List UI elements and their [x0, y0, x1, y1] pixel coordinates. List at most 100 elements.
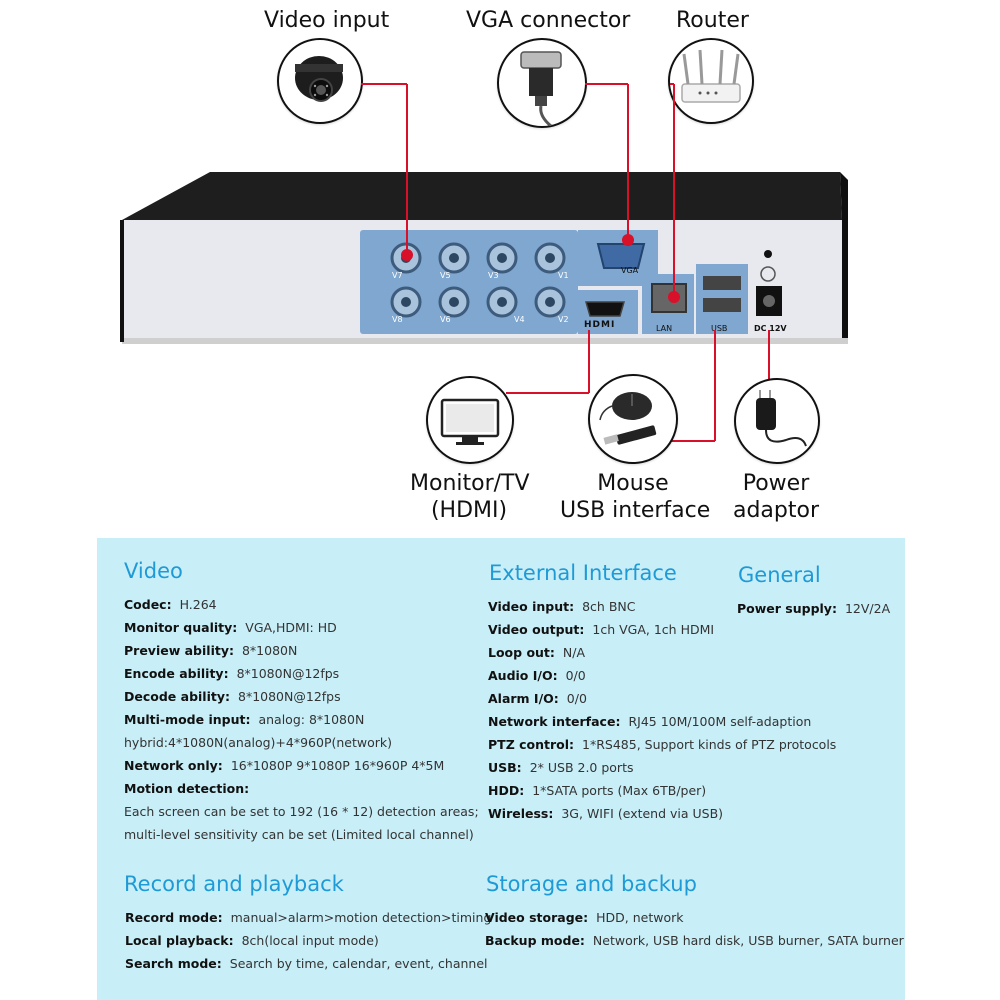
- video-hybrid: hybrid:4*1080N(analog)+4*960P(network): [124, 735, 393, 750]
- router-icon: [681, 49, 741, 103]
- row-label: Alarm I/O:: [488, 691, 559, 706]
- video-row-codec: Codec: H.264: [124, 597, 217, 612]
- general-row-power: Power supply: 12V/2A: [737, 601, 890, 616]
- dvr-device: [120, 172, 848, 344]
- connection-dot-vga: [622, 234, 634, 246]
- row-label: Record mode:: [125, 910, 223, 925]
- row-label: Video output:: [488, 622, 585, 637]
- row-label: Preview ability:: [124, 643, 234, 658]
- row-label: Codec:: [124, 597, 172, 612]
- row-value: 12V/2A: [844, 601, 891, 616]
- video-motion-label: Motion detection:: [124, 781, 249, 796]
- connection-lines: [361, 83, 770, 442]
- row-value: 8ch BNC: [582, 599, 636, 614]
- mouse-label: Mouse USB interface: [560, 470, 711, 524]
- row-label: Multi-mode input:: [124, 712, 251, 727]
- row-label: Loop out:: [488, 645, 555, 660]
- ext-row-hdd: HDD:1*SATA ports (Max 6TB/per): [488, 783, 706, 798]
- router-label: Router: [676, 8, 749, 33]
- ext-row-video-output: Video output: 1ch VGA, 1ch HDMI: [488, 622, 714, 637]
- row-value: H.264: [179, 597, 217, 612]
- monitor-circle: [426, 376, 514, 464]
- port-label-hdmi: HDMI: [584, 320, 616, 330]
- video-row-network-only: Network only: 16*1080P 9*1080P 16*960P 4*…: [124, 758, 444, 773]
- row-label: USB:: [488, 760, 522, 775]
- row-label: Video input:: [488, 599, 575, 614]
- mouse-label-line2: USB interface: [560, 498, 711, 523]
- row-value: 2* USB 2.0 ports: [529, 760, 634, 775]
- power-adaptor-icon: [756, 390, 807, 447]
- mouse-label-line1: Mouse: [597, 471, 669, 496]
- row-value: 1*SATA ports (Max 6TB/per): [532, 783, 707, 798]
- row-label: Motion detection:: [124, 781, 250, 796]
- row-label: Decode ability:: [124, 689, 230, 704]
- ext-row-network: Network interface:RJ45 10M/100M self-ada…: [488, 714, 811, 729]
- row-value: 3G, WIFI (extend via USB): [561, 806, 724, 821]
- port-label-v8: V8: [392, 315, 403, 324]
- video-row-monitor: Monitor quality:VGA,HDMI: HD: [124, 620, 337, 635]
- row-value: N/A: [562, 645, 586, 660]
- row-label: Video storage:: [485, 910, 589, 925]
- video-row-preview: Preview ability: 8*1080N: [124, 643, 297, 658]
- monitor-icon: [440, 398, 500, 445]
- power-label-line1: Power: [742, 471, 810, 496]
- row-value: 8ch(local input mode): [241, 933, 379, 948]
- row-label: Network interface:: [488, 714, 621, 729]
- ext-row-wireless: Wireless: 3G, WIFI (extend via USB): [488, 806, 723, 821]
- row-value: HDD, network: [596, 910, 684, 925]
- port-label-v5: V5: [440, 271, 451, 280]
- ext-row-alarm: Alarm I/O: 0/0: [488, 691, 587, 706]
- power-label-line2: adaptor: [732, 498, 820, 523]
- row-value: VGA,HDMI: HD: [245, 620, 337, 635]
- row-value: Network, USB hard disk, USB burner, SATA…: [592, 933, 904, 948]
- ext-row-loop-out: Loop out: N/A: [488, 645, 585, 660]
- video-motion-line2: multi-level sensitivity can be set (Limi…: [124, 827, 474, 842]
- camera-circle: [277, 38, 363, 124]
- general-title: General: [738, 563, 821, 587]
- port-label-dc: DC 12V: [754, 324, 787, 333]
- vga-connector-label: VGA connector: [466, 8, 631, 33]
- ext-row-ptz: PTZ control:1*RS485, Support kinds of PT…: [488, 737, 836, 752]
- record-title: Record and playback: [124, 872, 344, 896]
- ext-row-usb: USB: 2* USB 2.0 ports: [488, 760, 633, 775]
- ext-row-video-input: Video input: 8ch BNC: [488, 599, 636, 614]
- row-label: Backup mode:: [485, 933, 585, 948]
- row-value: Search by time, calendar, event, channel: [229, 956, 488, 971]
- storage-title: Storage and backup: [486, 872, 697, 896]
- port-label-v4: V4: [514, 315, 525, 324]
- dome-camera-icon: [295, 56, 343, 102]
- video-row-encode: Encode ability: 8*1080N@12fps: [124, 666, 339, 681]
- port-label-vga: VGA: [621, 266, 639, 275]
- row-label: Local playback:: [125, 933, 234, 948]
- row-value: 1ch VGA, 1ch HDMI: [592, 622, 715, 637]
- video-motion-line1: Each screen can be set to 192 (16 * 12) …: [124, 804, 479, 819]
- row-value: 16*1080P 9*1080P 16*960P 4*5M: [230, 758, 445, 773]
- row-value: 0/0: [565, 668, 586, 683]
- vga-cable-icon: [520, 51, 562, 128]
- port-label-v7: V7: [392, 271, 403, 280]
- port-label-v3: V3: [488, 271, 499, 280]
- row-value: 0/0: [566, 691, 587, 706]
- row-label: Encode ability:: [124, 666, 229, 681]
- row-label: Power supply:: [737, 601, 837, 616]
- record-row-mode: Record mode: manual>alarm>motion detectio…: [125, 910, 491, 925]
- connection-dot-lan: [668, 291, 680, 303]
- row-label: Wireless:: [488, 806, 554, 821]
- row-value: manual>alarm>motion detection>timing: [230, 910, 492, 925]
- row-label: Network only:: [124, 758, 223, 773]
- video-row-decode: Decode ability: 8*1080N@12fps: [124, 689, 341, 704]
- connection-dot-video: [401, 249, 413, 261]
- mouse-usb-icon: [599, 392, 657, 445]
- storage-row-video: Video storage: HDD, network: [485, 910, 684, 925]
- video-title: Video: [124, 559, 183, 583]
- row-label: PTZ control:: [488, 737, 575, 752]
- port-label-lan: LAN: [656, 324, 673, 333]
- external-title: External Interface: [489, 561, 677, 585]
- row-value: 8*1080N@12fps: [236, 666, 340, 681]
- row-value: 8*1080N@12fps: [238, 689, 341, 704]
- row-label: Audio I/O:: [488, 668, 558, 683]
- monitor-label-line2: (HDMI): [430, 498, 508, 523]
- row-value: 8*1080N: [241, 643, 298, 658]
- spec-panel: [97, 538, 905, 1000]
- row-label: Search mode:: [125, 956, 222, 971]
